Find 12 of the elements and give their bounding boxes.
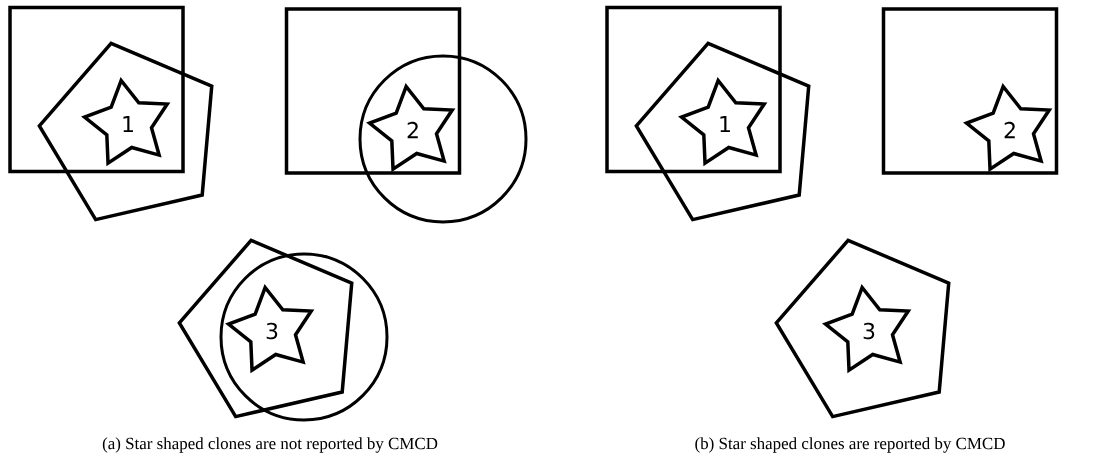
caption: (b) Star shaped clones are reported by CMCD — [695, 437, 1005, 453]
square-shape — [8, 5, 185, 174]
square-shape — [881, 7, 1059, 175]
square-shape — [284, 7, 462, 175]
pentagon-shape — [37, 41, 214, 222]
pentagon-shape — [634, 41, 811, 222]
caption: (a) Star shaped clones are not reported by CMCD — [102, 437, 438, 453]
circle-shape — [219, 252, 389, 422]
square-shape — [605, 5, 782, 174]
pentagon-shape — [177, 238, 354, 419]
pentagon-shape — [774, 238, 951, 419]
circle-shape — [358, 54, 528, 224]
